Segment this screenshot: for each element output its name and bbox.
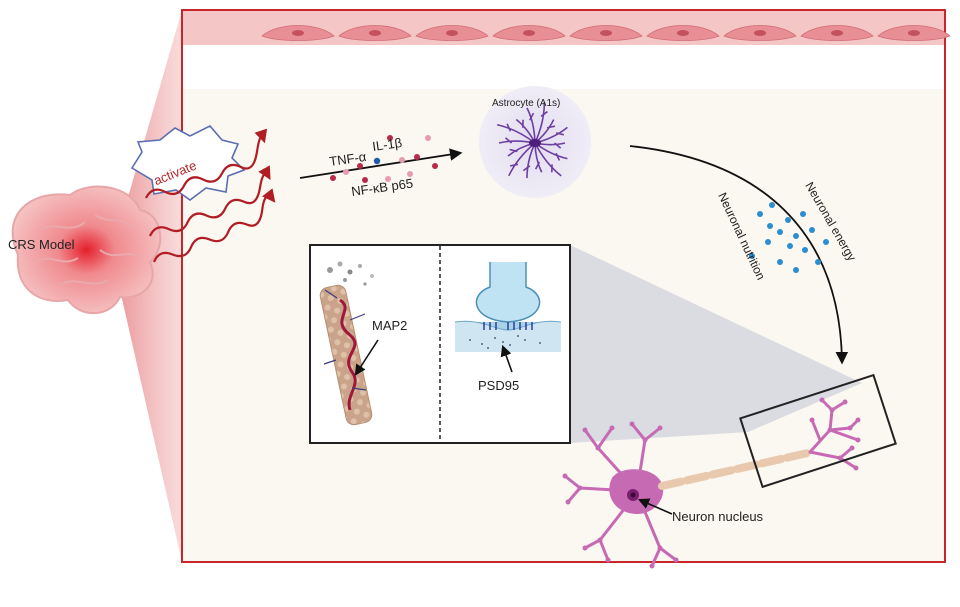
neuron-nucleus-label: Neuron nucleus	[672, 509, 764, 524]
nucleus-pointer	[637, 498, 673, 515]
brain-icon	[11, 185, 162, 315]
il1b-label: IL-1β	[371, 135, 403, 154]
map2-pointer	[354, 339, 379, 376]
microtubule-icon	[319, 261, 374, 426]
psd95-pointer	[500, 344, 513, 373]
tnfa-label: TNF-α	[328, 149, 367, 169]
energy-dots	[749, 202, 829, 273]
axon-terminal-box	[739, 373, 897, 489]
neuron-icon	[562, 397, 861, 569]
astrocyte-label: Astrocyte (A1s)	[492, 98, 560, 109]
zoom-projection	[570, 245, 862, 443]
psd95-label: PSD95	[478, 378, 519, 393]
signal-arrows	[145, 128, 276, 263]
map2-label: MAP2	[372, 318, 407, 333]
cytokine-arrow	[299, 148, 463, 179]
cytokine-dots	[330, 135, 438, 183]
vessel-lumen	[183, 45, 944, 89]
crs-model-label: CRS Model	[8, 237, 75, 252]
support-arrow	[629, 145, 849, 365]
endothelial-cells	[261, 25, 951, 41]
